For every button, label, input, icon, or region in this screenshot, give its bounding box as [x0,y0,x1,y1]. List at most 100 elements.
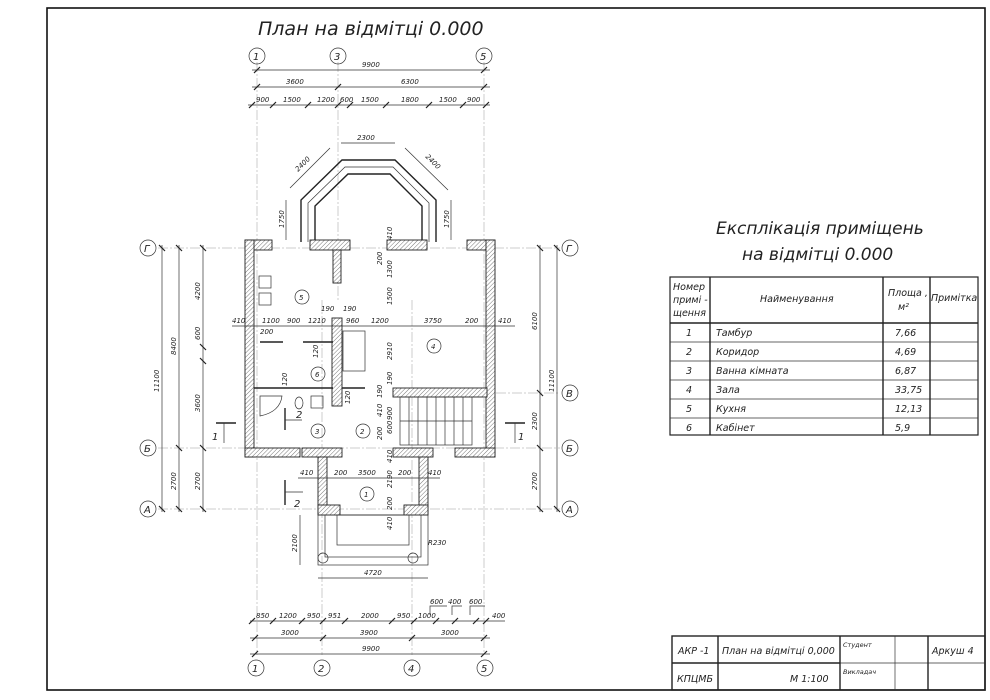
dim-label: 1750 [278,210,286,228]
dim-label: 1200 [317,96,335,104]
dim-label: 900 [386,406,394,420]
scale: М 1:100 [790,674,829,685]
table-cell-area: 7,66 [895,328,916,339]
dim-label: 200 [334,469,348,477]
dim-label: 1300 [386,260,394,278]
dim-label: 120 [281,372,289,386]
header-number: Номер [673,282,705,293]
entrance-porch: 4720 2100 R230 [291,514,447,579]
dim-label: 200 [386,496,394,510]
axis-label: В [566,389,573,400]
room-labels: 1 2 3 4 5 6 [294,289,442,502]
dim-label: 200 [376,426,384,440]
shower-icon [259,395,283,417]
dim-label: 410 [386,516,394,530]
dim-label: 2190 [386,470,394,488]
axis-label: Б [144,444,151,455]
dim-label: 190 [376,384,384,398]
dim-label: 600 [386,420,394,434]
dim-label: 9900 [362,61,380,69]
dim-label: 3600 [286,78,304,86]
table-cell-num: 6 [686,423,692,434]
dim-label: 900 [256,96,270,104]
dim-label: 2910 [386,342,394,360]
room-number: 1 [364,491,368,499]
axis-label: Г [566,244,573,255]
fireplace-icon [342,330,366,372]
axis-label: Г [144,244,151,255]
axis-label: 5 [481,664,487,675]
axis-label: А [565,505,573,516]
dim-label: 4200 [194,282,202,300]
plan-title: План на відмітці 0.000 [258,18,484,40]
room-number: 2 [360,428,365,436]
teacher-label: Викладач [843,668,876,676]
dim-label: 1750 [443,210,451,228]
dim-label: 1500 [361,96,379,104]
dim-label: 3000 [281,629,299,637]
dim-label: 11100 [153,369,161,392]
room-number: 4 [431,343,435,351]
interior-dimensions: 410 1100 900 1210 960 1200 3750 200 410 … [232,226,515,530]
dim-label: 1200 [279,612,297,620]
top-dimensions: 9900 3600 6300 900 1500 1200 600 1500 18… [248,61,490,109]
bottom-dimensions: 850 1200 950 951 2000 950 1000 600 400 6… [248,598,506,658]
dim-label: 3500 [358,469,376,477]
dim-label: 950 [307,612,321,620]
dim-label: 3750 [424,317,442,325]
dim-label: 2700 [531,472,539,490]
dim-label: 2400 [294,155,313,174]
dim-label: 900 [287,317,301,325]
header-area: м² [898,302,909,313]
dim-label: 1000 [418,612,436,620]
room-number: 6 [315,371,320,379]
dim-label: 600 [194,326,202,340]
dim-label: 2700 [194,472,202,490]
dim-label: 1100 [262,317,280,325]
title-block: АКР -1 КПЦМБ План на відмітці 0,000 М 1:… [671,635,986,691]
section-label: 1 [212,432,218,443]
table-cell-num: 2 [686,347,692,358]
axis-label: Б [566,444,573,455]
table-cell-name: Ванна кімната [716,366,789,377]
sheet-frame [46,7,986,691]
dim-label: 1500 [439,96,457,104]
student-label: Студент [843,641,872,649]
section-label: 2 [294,499,300,510]
dim-label: 200 [398,469,412,477]
dim-label: 410 [386,449,394,463]
dim-label: 190 [343,305,357,313]
dim-label: 1200 [371,317,389,325]
dim-label: 2300 [357,134,375,142]
dim-label: 8400 [170,337,178,355]
dim-label: 120 [344,390,352,404]
dim-label: 1210 [308,317,326,325]
header-area: Площа , [888,288,928,299]
room-number: 5 [299,294,304,302]
dim-label: 900 [467,96,481,104]
header-number: примі - [673,295,708,306]
axis-label: 3 [334,52,340,63]
dim-label: 600 [340,96,354,104]
section-marks: 1 1 2 2 [212,408,525,510]
dim-label: 2700 [170,472,178,490]
table-cell-area: 33,75 [895,385,922,396]
fixtures [258,275,366,417]
section-label: 1 [518,432,524,443]
dim-label: 3600 [194,394,202,412]
table-cell-num: 5 [686,404,692,415]
dim-label: 410 [498,317,512,325]
dim-label: 410 [386,226,394,240]
header-note: Примітка [931,293,977,304]
project-code: АКР -1 [677,646,709,657]
dim-label: 1500 [283,96,301,104]
explication-table: Номер примі - щення Найменування Площа ,… [669,276,979,436]
table-cell-name: Тамбур [716,328,752,339]
dim-label: 11100 [548,369,556,392]
dim-label: 951 [328,612,341,620]
dim-label: 190 [321,305,335,313]
dim-label: 2100 [291,534,299,552]
dim-label: 2300 [531,412,539,430]
axis-bubbles: 1 3 5 1 2 4 5 Г Б А Г В Б А [139,47,579,677]
table-cell-name: Коридор [716,347,759,358]
